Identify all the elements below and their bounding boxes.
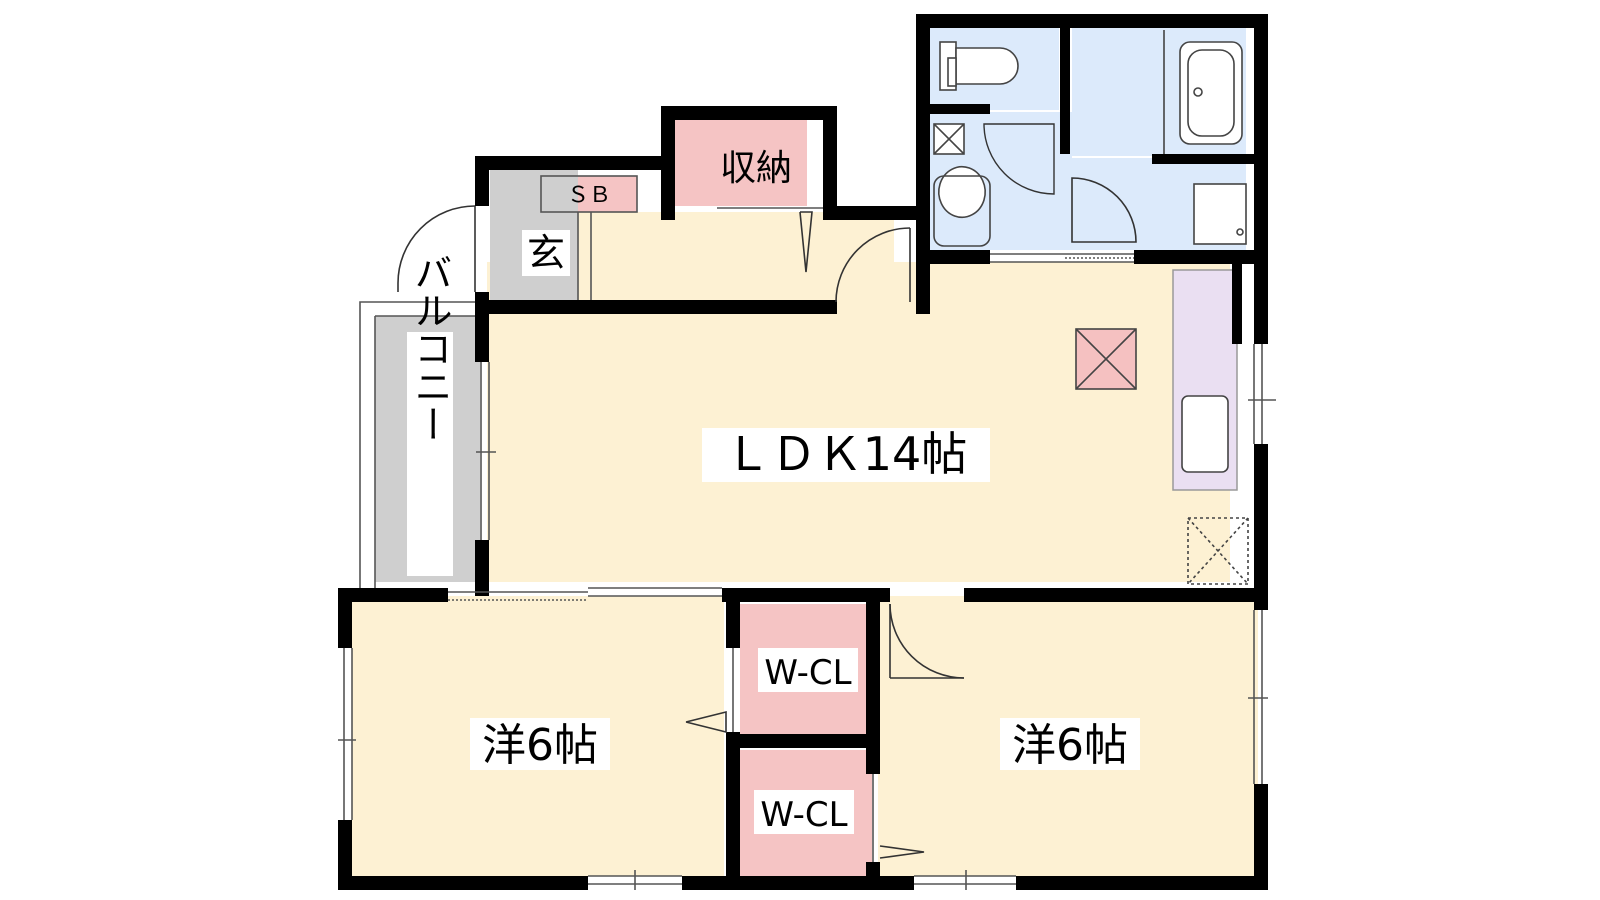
bathtub-inner (1187, 49, 1235, 137)
toilet-bowl (955, 47, 1019, 85)
wall-w1-left-top (338, 588, 352, 648)
washbasin-outer (933, 175, 991, 247)
wall-wet-right (1254, 14, 1268, 344)
hall-door-swing (835, 227, 911, 303)
wall-hall-right (916, 206, 930, 314)
wall-wcl-left2 (726, 732, 740, 890)
shoebox-outline (540, 175, 638, 213)
walls (338, 14, 1268, 890)
wall-entry-top (475, 156, 675, 170)
ldk-label: ＬＤＫ14帖 (725, 427, 968, 481)
wall-w2-bottom-a (866, 876, 914, 890)
balcony-label-bg (407, 332, 453, 576)
toilet-seat (947, 57, 957, 87)
wall-w2-right-bot (1254, 784, 1268, 890)
entrance-label-bg (522, 230, 570, 276)
storage-label: 収納 (720, 148, 792, 189)
w1-closet-tri (685, 710, 727, 734)
wall-wet-bottom-a (930, 250, 990, 264)
wall-storage-right (823, 106, 837, 206)
bathtub-drain (1193, 87, 1203, 97)
labels: 収納 ＳＢ 玄 バルコニー ＬＤＫ14帖 W-CL W-CL 洋6帖 洋6帖 (407, 148, 1140, 835)
wall-entry-left (475, 156, 489, 206)
bath-door-swing (1071, 177, 1137, 243)
w2-label: 洋6帖 (1012, 720, 1128, 771)
ps-hatch-x2 (1075, 328, 1137, 390)
wcl-2-label-bg (754, 790, 854, 834)
wall-w1-left-bot (338, 820, 352, 890)
wall-mid-a (338, 588, 448, 602)
wall-wcl-left (726, 588, 740, 648)
windows-and-thin-lines (338, 175, 1276, 890)
entrance-door-swing (397, 205, 476, 292)
wall-wet-mid-v (1060, 28, 1070, 154)
wall-wet-left (916, 14, 930, 264)
wall-w2-bottom-b (1016, 876, 1268, 890)
fridge-space (1187, 517, 1249, 585)
fridge-x2 (1187, 517, 1249, 585)
shoebox-label: ＳＢ (567, 183, 611, 208)
wall-wet-top (916, 14, 1268, 28)
wall-ldk-west (475, 540, 489, 596)
w2-label-bg (1000, 718, 1140, 770)
vent-x2 (933, 123, 965, 155)
wall-hall-bottom (487, 300, 837, 314)
kitchen-sink (1181, 395, 1229, 473)
wall-hall-top (823, 206, 930, 220)
wall-wcl-right (866, 588, 880, 774)
storage-floor (675, 120, 807, 206)
fixtures (933, 30, 1249, 585)
ldk-label-bg (702, 428, 990, 482)
door-swings (397, 123, 1137, 859)
wall-entry-left-low (475, 292, 489, 362)
w1-label-bg (470, 718, 610, 770)
wall-ldk-east (1254, 444, 1268, 604)
washbasin (938, 165, 986, 219)
wall-w1-bottom-a (338, 876, 588, 890)
wcl-1-label-bg (758, 648, 858, 692)
wcl-2-label: W-CL (760, 795, 847, 835)
wall-wet-mid-h2 (1152, 154, 1254, 164)
wall-storage-top (661, 106, 837, 120)
entrance-label: 玄 (527, 231, 565, 275)
wall-w2-right-top (1254, 588, 1268, 610)
w1-label: 洋6帖 (482, 720, 598, 771)
w2-door-swing (889, 603, 965, 679)
hallway-floor (578, 212, 894, 300)
wall-w1-bottom-b (682, 876, 890, 890)
wall-mid-b (722, 588, 890, 602)
wall-wet-bottom-b (1134, 250, 1254, 264)
wall-wet-small (1232, 264, 1242, 344)
laundry-drain (1236, 228, 1244, 236)
ldk-floor (487, 262, 1230, 582)
w2-closet-tri (879, 845, 925, 859)
wall-wet-mid-h (930, 104, 990, 114)
wall-wcl-mid (726, 734, 880, 748)
balcony-label: バルコニー (408, 253, 452, 443)
wcl-1-label: W-CL (764, 653, 851, 693)
storage-door-tri (799, 211, 813, 273)
washroom-door-swing (983, 123, 1055, 195)
bathtub-outer (1179, 41, 1243, 145)
balcony-rail (359, 301, 475, 588)
wall-mid-c (964, 588, 1268, 602)
